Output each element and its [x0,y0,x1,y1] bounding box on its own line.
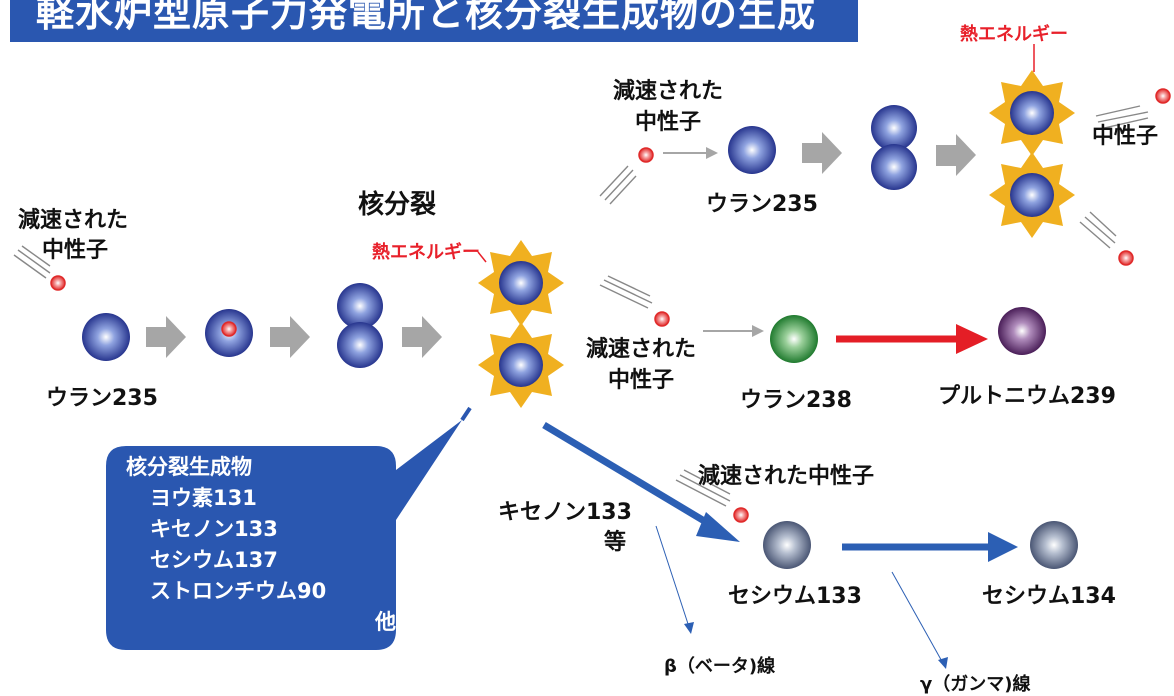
label-cesium134: セシウム134 [982,584,1116,609]
label-heat-energy-top: 熱エネルギー [960,24,1068,45]
neutron-right-particle [1155,88,1171,104]
label-plutonium239: プルトニウム239 [938,384,1116,409]
label-uranium235-left: ウラン235 [46,386,158,411]
cesium134 [1030,521,1078,569]
uranium235-left [82,313,130,361]
blue-arrow-head-1 [696,512,740,542]
callout-item: ヨウ素131 [150,486,257,510]
label-etc: 等 [604,530,627,555]
label-slowed-neutron-mid: 減速された 中性子 [585,337,696,393]
label-slowed-neutron-top: 減速された 中性子 [612,79,723,135]
neutron-right-low-particle [1118,250,1134,266]
label-slowed-neutron-low: 減速された中性子 [698,464,875,489]
label-cesium133: セシウム133 [728,584,862,609]
uranium-top-deforming-top [871,105,917,151]
fission-products-callout: 核分裂生成物 ヨウ素131 キセノン133 セシウム137 ストロンチウム90 … [126,452,396,638]
gray-arrow-3 [402,316,442,358]
title-bar: 軽水炉型原子力発電所と核分裂生成物の生成 [10,0,858,42]
gray-arrow-2 [270,316,310,358]
uranium-deforming-bottom [337,322,383,368]
label-fission: 核分裂 [358,190,437,220]
blue-arrow-head-2 [988,532,1018,562]
label-neutron-top-right: 中性子 [1092,124,1159,149]
red-arrow-head [956,324,988,354]
uranium238 [770,315,818,363]
label-uranium238: ウラン238 [740,388,852,413]
label-heat-energy-mid: 熱エネルギー [372,242,480,263]
callout-tail: 他 [375,610,396,634]
uranium-deforming-top [337,283,383,329]
neutron-low-particle [733,507,749,523]
neutron-left-particle [50,275,66,291]
label-xenon133: キセノン133 [498,500,632,525]
label-slowed-neutron-left: 減速された 中性子 [18,208,129,263]
label-beta-ray: β（ベータ)線 [664,656,776,677]
gray-arrow-4 [802,132,842,174]
label-gamma-ray: γ（ガンマ)線 [920,674,1031,695]
uranium235-top [728,126,776,174]
callout-bubble [106,420,462,650]
page-title: 軽水炉型原子力発電所と核分裂生成物の生成 [36,0,817,35]
callout-item: ストロンチウム90 [150,579,327,603]
callout-heading: 核分裂生成物 [126,455,252,479]
plutonium239 [998,307,1046,355]
label-uranium235-top: ウラン235 [706,192,818,217]
uranium-top-deforming-bottom [871,144,917,190]
neutron-mid-particle [654,311,670,327]
cesium133 [763,521,811,569]
callout-item: セシウム137 [150,548,278,572]
gray-arrow-1 [146,316,186,358]
gray-arrow-5 [936,134,976,176]
neutron-left [13,245,51,279]
neutron-top-particle [638,147,654,163]
callout-item: キセノン133 [150,517,278,541]
